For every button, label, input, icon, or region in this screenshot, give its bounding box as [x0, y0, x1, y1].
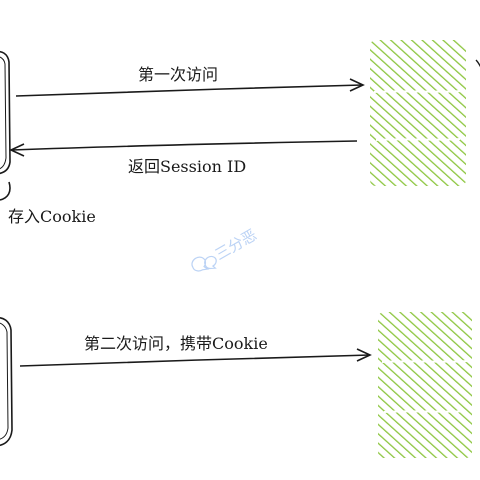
- client-device-hook: [0, 181, 11, 201]
- label-second-visit: 第二次访问，携带Cookie: [84, 334, 268, 353]
- server-box-bottom: [378, 312, 472, 458]
- server-box-top-divider-2: [375, 138, 461, 141]
- arrow-second-visit: [19, 354, 371, 367]
- server-box-bottom-divider-2: [383, 410, 467, 413]
- arrow-first-visit: [15, 84, 363, 97]
- server-box-top-divider-1: [373, 90, 463, 93]
- arrow-return-session: [11, 140, 358, 151]
- client-device-bottom-inner: [0, 322, 9, 440]
- watermark-text: 三分恶: [212, 226, 260, 264]
- arrow-first-visit-head: [349, 78, 365, 92]
- label-store-cookie: 存入Cookie: [8, 207, 96, 226]
- server-box-top: [370, 40, 466, 186]
- server-box-bottom-divider-1: [381, 360, 469, 363]
- watermark: 三分恶: [191, 226, 260, 272]
- arrow-second-visit-head: [356, 348, 372, 362]
- client-device-top-inner: [0, 56, 7, 170]
- label-return-session: 返回Session ID: [128, 157, 246, 176]
- client-device-bottom: [0, 317, 13, 447]
- wechat-icon: [191, 255, 217, 272]
- client-device-top: [0, 50, 11, 175]
- label-first-visit: 第一次访问: [138, 65, 218, 84]
- server-edge-top: [475, 59, 480, 68]
- arrow-return-session-head: [9, 143, 25, 157]
